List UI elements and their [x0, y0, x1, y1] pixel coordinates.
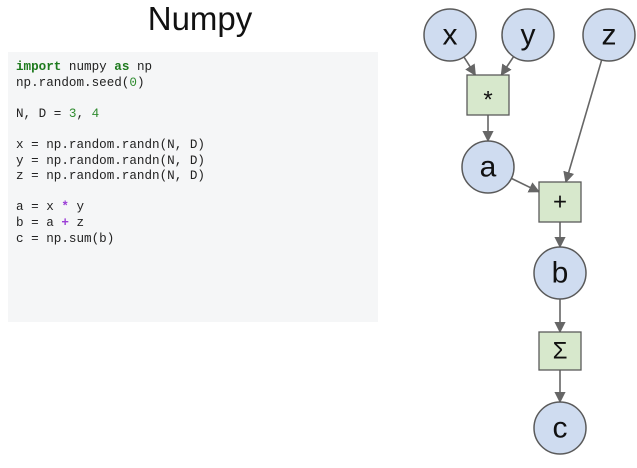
code-token: N, D =: [16, 106, 69, 121]
node-x: x: [423, 8, 477, 62]
code-token: z: [68, 215, 85, 230]
code-token: y: [68, 200, 85, 215]
node-circle: [501, 8, 555, 62]
node-label: a: [480, 151, 497, 184]
code-token: x = np.random.randn(N, D): [16, 137, 205, 152]
node-mul: *: [466, 74, 510, 116]
code-token: a = x: [16, 200, 62, 215]
node-sum: Σ: [538, 331, 582, 371]
node-box: [538, 331, 582, 371]
edge-z-to-add: [563, 59, 603, 184]
code-token-number: 0: [129, 75, 137, 90]
code-line: z = np.random.randn(N, D): [16, 169, 205, 185]
node-c: c: [533, 401, 587, 455]
node-circle: [423, 8, 477, 62]
page-title: Numpy: [147, 0, 253, 37]
node-box: [466, 74, 510, 116]
code-token: b = a: [16, 215, 62, 230]
code-token: c = np.sum(b): [16, 231, 115, 246]
code-token-number: 4: [91, 106, 100, 121]
code-line: c = np.sum(b): [16, 232, 205, 248]
node-label: *: [483, 87, 492, 114]
code-line: N, D = 3, 4: [16, 107, 205, 123]
node-circle: [533, 246, 587, 300]
node-a: a: [461, 140, 515, 194]
code-token: z = np.random.randn(N, D): [16, 169, 205, 184]
code-token: ): [136, 75, 145, 90]
node-label: Σ: [553, 338, 568, 365]
node-box: [538, 181, 582, 223]
code-token: np: [129, 60, 153, 74]
node-label: b: [552, 257, 569, 290]
edge-x-to-mul: [463, 56, 477, 76]
node-circle: [533, 401, 587, 455]
code-token: y = np.random.randn(N, D): [16, 153, 205, 168]
code-line: x = np.random.randn(N, D): [16, 138, 205, 154]
code-token-keyword: as: [114, 60, 130, 74]
node-circle: [461, 140, 515, 194]
code-token: numpy: [61, 60, 115, 74]
code-line: a = x * y: [16, 200, 205, 216]
code-line: import numpy as np: [16, 60, 205, 76]
node-circle: [582, 8, 636, 62]
code-token-operator: *: [61, 200, 69, 215]
node-b: b: [533, 246, 587, 300]
node-label: z: [602, 19, 617, 52]
node-label: c: [553, 412, 568, 445]
node-label: +: [553, 189, 567, 216]
code-line: np.random.seed(0): [16, 76, 205, 92]
code-panel: [8, 52, 378, 322]
node-z: z: [582, 8, 636, 62]
node-label: y: [521, 19, 536, 52]
code-token: ,: [76, 106, 92, 121]
node-label: x: [443, 19, 458, 52]
edge-a-to-add: [511, 177, 541, 193]
edge-y-to-mul: [500, 56, 515, 76]
code-token-operator: +: [61, 215, 69, 230]
code-token-number: 3: [68, 106, 77, 121]
node-add: +: [538, 181, 582, 223]
code-token-keyword: import: [16, 60, 62, 74]
code-token: np.random.seed(: [16, 75, 130, 90]
code-line: b = a + z: [16, 216, 205, 232]
node-y: y: [501, 8, 555, 62]
code-line: y = np.random.randn(N, D): [16, 154, 205, 170]
